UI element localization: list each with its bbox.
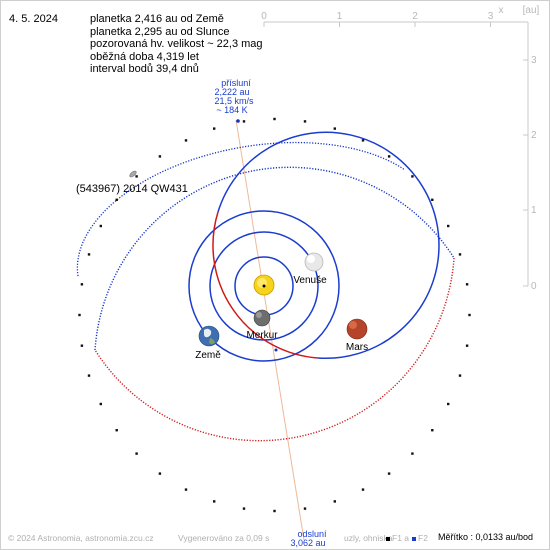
asteroid-body xyxy=(129,170,137,178)
info-line: planetka 2,295 au od Slunce xyxy=(90,25,230,38)
orbit-point-marker xyxy=(303,507,307,510)
orbit-point-marker xyxy=(458,374,462,377)
venus-planet xyxy=(304,252,324,272)
orbit-point-marker xyxy=(447,402,450,406)
f2-marker-icon xyxy=(412,536,416,541)
orbit-point-marker xyxy=(447,224,450,228)
info-line: pozorovaná hv. velikost ~ 22,3 mag xyxy=(90,38,263,50)
mars-orbit-below xyxy=(212,211,319,359)
orbit-point-marker xyxy=(411,175,414,178)
orbit-point-marker xyxy=(333,500,336,503)
orbit-point-marker xyxy=(99,402,102,406)
orbit-point-marker xyxy=(465,344,469,347)
orbit-point-marker xyxy=(465,283,469,286)
date-label: 4. 5. 2024 xyxy=(9,13,58,25)
x-axis-label: x xyxy=(499,5,504,16)
orbit-point-marker xyxy=(80,283,84,286)
node-marker xyxy=(274,348,278,352)
mars-label: Mars xyxy=(346,342,368,353)
orbit-point-marker xyxy=(87,253,91,256)
orbit-point-marker xyxy=(184,139,188,142)
mercury-planet xyxy=(253,309,271,327)
perihelion-temperature: ~ 184 K xyxy=(216,105,247,115)
orbit-point-marker xyxy=(135,175,138,178)
x-tick-label: 3 xyxy=(488,11,494,22)
asteroid-orbit-below xyxy=(94,257,455,442)
asteroid-orbit-inner-arc xyxy=(76,141,406,277)
mars-planet xyxy=(346,318,368,340)
perihelion-title: přísluní xyxy=(221,78,251,88)
earth-label: Země xyxy=(195,350,221,361)
aphelion-distance: 3,062 au xyxy=(290,538,325,548)
orbit-point-marker xyxy=(135,452,138,455)
orbit-point-marker xyxy=(411,452,414,455)
orbit-point-marker xyxy=(303,120,307,123)
orbit-point-marker xyxy=(242,120,246,123)
x-tick-label: 1 xyxy=(337,11,343,22)
asteroid-label: (543967) 2014 QW431 xyxy=(76,183,188,195)
info-line: planetka 2,416 au od Země xyxy=(90,13,224,25)
asteroid-orbit-above xyxy=(94,166,455,351)
y-tick-label: 0 xyxy=(531,281,537,292)
orbit-point-marker xyxy=(387,472,391,475)
orbit-point-marker xyxy=(273,117,276,121)
orbit-point-marker xyxy=(78,313,81,317)
scale-label: Měřítko : 0,0133 au/bod xyxy=(438,532,534,542)
info-line: oběžná doba 4,319 let xyxy=(90,50,199,63)
y-tick-label: 2 xyxy=(531,130,537,141)
orbit-point-marker xyxy=(158,155,162,158)
x-tick-label: 2 xyxy=(412,11,418,22)
sun xyxy=(253,274,275,296)
orbit-point-marker xyxy=(99,224,102,228)
orbit-point-marker xyxy=(468,313,471,317)
perihelion-marker xyxy=(236,119,240,123)
f1-marker-icon xyxy=(386,536,390,541)
orbit-point-marker xyxy=(431,198,434,201)
orbit-point-marker xyxy=(115,198,118,201)
perihelion-annotation: přísluní 2,222 au 21,5 km/s ~ 184 K xyxy=(214,78,254,115)
mercury-label: Merkur xyxy=(246,330,278,341)
orbit-point-marker xyxy=(361,139,365,142)
orbit-point-marker xyxy=(333,127,336,130)
orbit-point-marker xyxy=(80,344,84,347)
aphelion-title: odsluní xyxy=(297,529,327,539)
venus-label: Venuše xyxy=(293,275,327,286)
earth-orbit xyxy=(188,210,340,362)
generated-text: Vygenerováno za 0,09 s xyxy=(178,533,270,543)
orbit-point-marker xyxy=(273,509,276,513)
orbit-point-marker xyxy=(387,155,391,158)
axes: 0 1 2 3 x [au] 3 2 1 0 xyxy=(261,5,539,292)
orbit-point-marker xyxy=(242,507,246,510)
orbit-point-marker xyxy=(458,253,462,256)
legend-nodes: uzly, ohniska xyxy=(344,533,393,543)
unit-label: [au] xyxy=(523,5,540,16)
orbit-point-marker xyxy=(213,500,216,503)
orbit-point-marker xyxy=(361,488,365,491)
planet-orbits xyxy=(188,131,440,362)
orbit-point-marker xyxy=(87,374,91,377)
orbit-point-marker xyxy=(158,472,162,475)
orbit-point-marker xyxy=(115,429,118,432)
orbit-point-marker xyxy=(431,429,434,432)
orbit-point-marker xyxy=(184,488,188,491)
aphelion-annotation: odsluní 3,062 au xyxy=(290,529,327,548)
y-tick-label: 3 xyxy=(531,55,537,66)
perihelion-speed: 21,5 km/s xyxy=(214,96,254,106)
perihelion-distance: 2,222 au xyxy=(214,87,249,97)
legend-f1: F1 a xyxy=(386,533,409,543)
asteroid-orbit xyxy=(94,166,455,442)
info-line: interval bodů 39,4 dnů xyxy=(90,63,199,75)
legend-f2: F2 xyxy=(412,533,428,543)
y-tick-label: 1 xyxy=(531,205,537,216)
orbit-markers xyxy=(78,117,471,513)
apsides-line xyxy=(235,119,305,541)
x-tick-label: 0 xyxy=(261,11,267,22)
earth-planet xyxy=(198,325,220,347)
mars-orbit-above xyxy=(217,131,440,360)
copyright-text: © 2024 Astronomia, astronomia.zcu.cz xyxy=(8,533,154,543)
orbit-point-marker xyxy=(213,127,216,130)
